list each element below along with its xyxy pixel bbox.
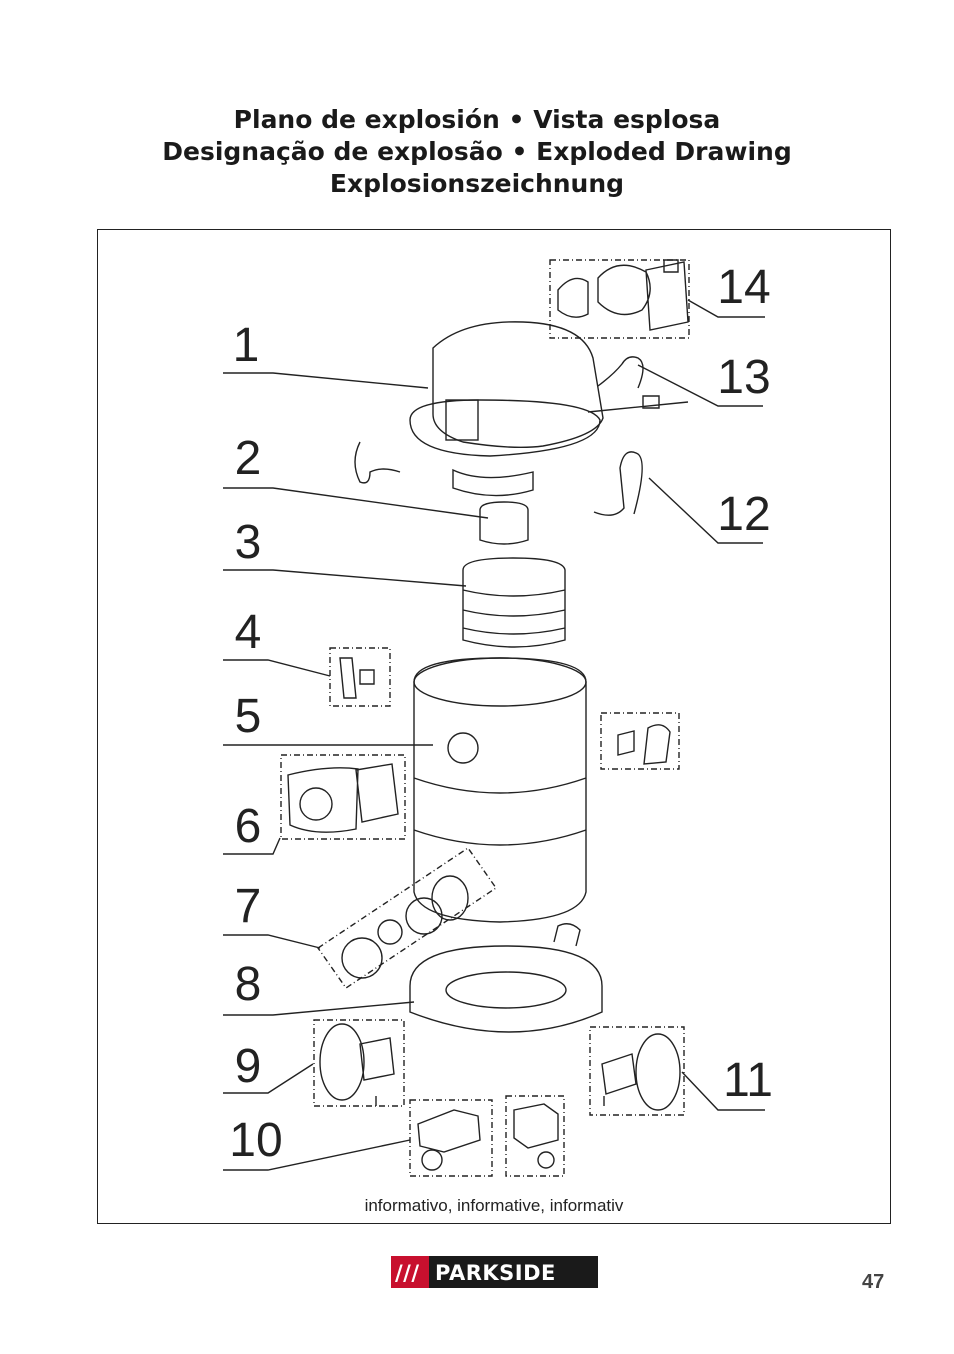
part-number-6: 6	[235, 800, 262, 853]
part-number-8: 8	[235, 958, 262, 1011]
exploded-drawing: 1 2 3 4 5 6 7 8 9 10 11 12 13 14	[223, 259, 773, 1177]
brand-prefix: ///	[395, 1261, 420, 1285]
part-number-10: 10	[229, 1114, 282, 1167]
part-5-tank-rim	[413, 657, 587, 707]
part-number-13: 13	[717, 351, 770, 404]
part-box-4	[329, 647, 391, 707]
leader-line-10	[223, 1139, 411, 1171]
part-5-tank	[413, 657, 587, 923]
leader-line-4	[223, 659, 331, 677]
leader-line-2	[223, 487, 489, 519]
part-number-5: 5	[235, 690, 262, 743]
heading-line-3: Explosionszeichnung	[329, 169, 625, 198]
part-5-tank-port	[447, 732, 479, 764]
part-number-11: 11	[723, 1054, 773, 1107]
leader-line-9	[223, 1063, 314, 1094]
part-1-cord	[587, 395, 689, 413]
parkside-logo: /// PARKSIDE	[391, 1256, 598, 1288]
figure-caption: informativo, informative, informativ	[364, 1196, 624, 1215]
part-box-9	[313, 1019, 405, 1107]
part-2-filter	[479, 501, 529, 545]
leader-line-3	[223, 569, 467, 587]
part-box-latch-right	[600, 712, 680, 770]
leader-line-14	[687, 299, 765, 318]
part-number-1: 1	[233, 319, 260, 372]
exploded-drawing-frame: 1 2 3 4 5 6 7 8 9 10 11 12 13 14 informa…	[97, 229, 891, 1224]
part-number-14: 14	[717, 261, 770, 314]
part-box-10a	[409, 1099, 493, 1177]
brand-name: PARKSIDE	[435, 1261, 556, 1285]
part-12-hook	[593, 451, 643, 516]
leader-line-11	[681, 1071, 765, 1111]
part-number-12: 12	[717, 488, 770, 541]
part-1-bottom	[452, 468, 534, 497]
part-1-motor-head	[432, 321, 604, 449]
leader-line-12	[648, 477, 763, 544]
part-number-4: 4	[235, 606, 262, 659]
part-1-switch	[445, 399, 479, 441]
part-box-10b	[505, 1095, 565, 1177]
heading-line-2: Designação de explosão • Exploded Drawin…	[162, 137, 792, 166]
page-number: 47	[862, 1271, 885, 1293]
part-number-2: 2	[235, 432, 262, 485]
part-14-drawing	[557, 259, 689, 331]
part-13-hook	[597, 356, 644, 389]
part-number-3: 3	[235, 516, 262, 569]
part-box-6	[280, 754, 406, 840]
leader-line-13	[637, 364, 763, 407]
heading-line-1: Plano de explosión • Vista esplosa	[233, 105, 721, 134]
page-heading: Plano de explosión • Vista esplosa Desig…	[0, 104, 954, 200]
leader-line-7	[223, 934, 321, 949]
part-number-9: 9	[235, 1040, 262, 1093]
part-number-7: 7	[235, 880, 262, 933]
part-8-chassis	[409, 945, 603, 1033]
part-1-base-ring	[409, 399, 601, 457]
part-handle-left	[354, 441, 401, 484]
leader-line-8	[223, 1001, 415, 1016]
leader-line-1	[223, 372, 429, 389]
part-3-basket	[462, 557, 566, 648]
leader-line-6	[223, 837, 281, 855]
part-7-inlet-box	[317, 847, 497, 989]
part-box-14	[549, 259, 690, 339]
